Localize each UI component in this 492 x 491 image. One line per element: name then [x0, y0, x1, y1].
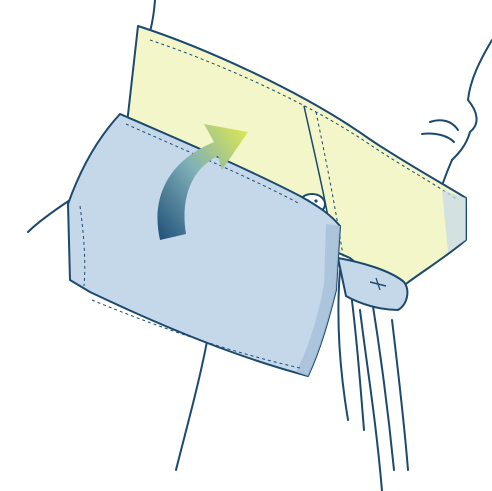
collar-fold-illustration: [0, 0, 492, 491]
illustration-svg: [0, 0, 492, 491]
